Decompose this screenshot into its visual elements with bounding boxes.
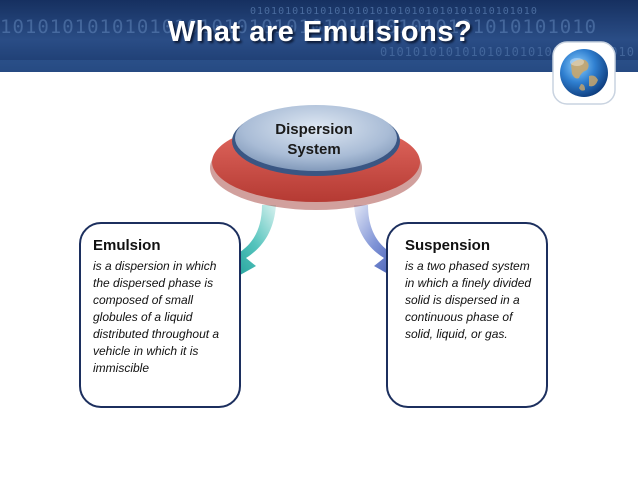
emulsion-definition: is a dispersion in which the dispersed p… (93, 259, 220, 375)
header-background (0, 0, 638, 72)
globe-icon (552, 41, 616, 105)
dispersion-system-label-line1: Dispersion (275, 121, 353, 138)
suspension-definition: is a two phased system in which a finely… (405, 259, 532, 341)
suspension-box: Suspension is a two phased system in whi… (386, 222, 548, 408)
emulsion-title: Emulsion (93, 237, 161, 254)
dispersion-system-disk (210, 105, 422, 210)
suspension-title: Suspension (405, 237, 491, 254)
binary-pattern-row: 0101010101010101010101010101010101010101… (250, 6, 538, 17)
dispersion-system-label: Dispersion System (262, 120, 366, 160)
binary-pattern-row: 1010101010101010101010101010101010101010… (0, 16, 598, 38)
dispersion-system-label-line2: System (287, 141, 341, 158)
emulsion-box: Emulsion is a dispersion in which the di… (79, 222, 241, 408)
slide-title: What are Emulsions? (167, 16, 473, 48)
